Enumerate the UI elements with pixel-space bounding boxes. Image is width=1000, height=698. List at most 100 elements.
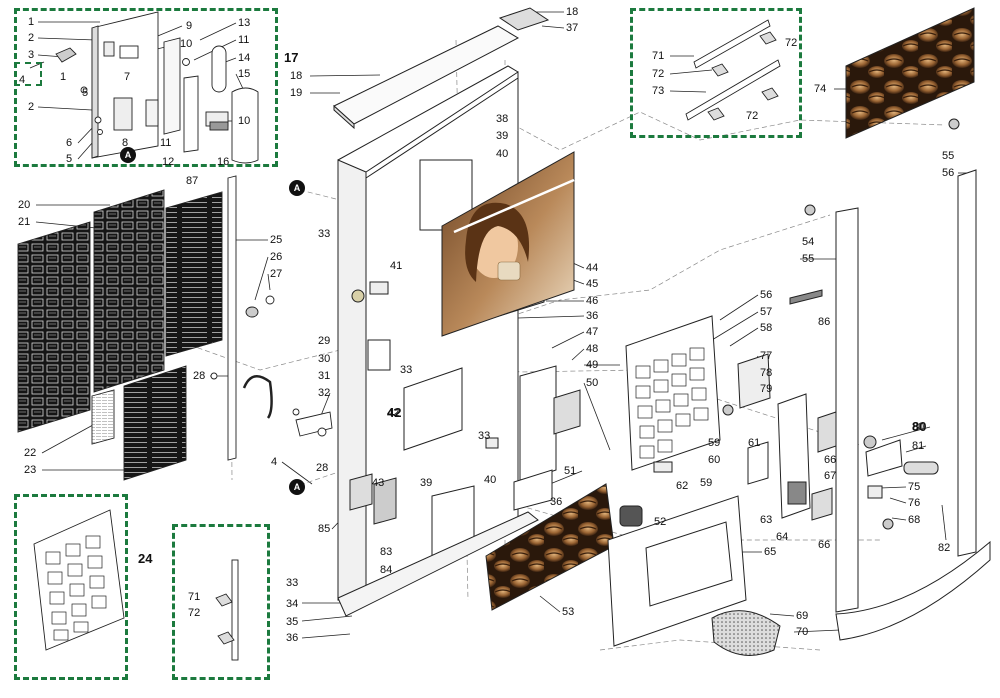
assembly-number-24: 24	[138, 551, 153, 566]
callout-51: 51	[564, 465, 577, 477]
callout-4: 4	[19, 74, 26, 86]
callout-36: 36	[550, 496, 563, 508]
reference-marker-A: A	[289, 180, 305, 196]
callout-10: 10	[180, 38, 193, 50]
reference-marker-A: A	[289, 479, 305, 495]
callout-36: 36	[586, 310, 599, 322]
callout-64: 64	[776, 531, 789, 543]
callout-59: 59	[700, 477, 713, 489]
callout-13: 13	[238, 17, 251, 29]
callout-11: 11	[238, 34, 250, 46]
callout-83: 83	[380, 546, 393, 558]
callout-72: 72	[188, 607, 201, 619]
callout-20: 20	[18, 199, 31, 211]
callout-10: 10	[238, 115, 251, 127]
callout-47: 47	[586, 326, 599, 338]
callout-39: 39	[496, 130, 509, 142]
callout-61: 61	[748, 437, 761, 449]
callout-55: 55	[802, 253, 815, 265]
callout-44: 44	[586, 262, 599, 274]
callout-85: 85	[318, 523, 331, 535]
callout-leader-lines	[35, 11, 968, 639]
callout-25: 25	[270, 234, 283, 246]
callout-78: 78	[760, 367, 773, 379]
callout-4: 4	[271, 456, 278, 468]
callout-81: 81	[912, 440, 925, 452]
callout-8: 8	[122, 137, 129, 149]
callout-52: 52	[654, 516, 667, 528]
callout-30: 30	[318, 353, 331, 365]
callout-23: 23	[24, 464, 37, 476]
callout-33: 33	[400, 364, 413, 376]
callout-15: 15	[238, 68, 251, 80]
callout-72: 72	[652, 68, 665, 80]
callout-66: 66	[824, 454, 837, 466]
callout-2: 2	[28, 101, 35, 113]
callout-55: 55	[942, 150, 955, 162]
callout-1: 1	[28, 16, 35, 28]
callout-82: 82	[938, 542, 951, 554]
main-cabinet-frame	[333, 7, 581, 617]
callout-86: 86	[818, 316, 831, 328]
callout-33: 33	[286, 577, 299, 589]
callout-35: 35	[286, 616, 299, 628]
callout-7: 7	[124, 71, 131, 83]
reference-marker-A: A	[120, 147, 136, 163]
callout-43: 43	[372, 477, 385, 489]
callout-87: 87	[186, 175, 199, 187]
callout-77: 77	[760, 350, 773, 362]
callout-14: 14	[238, 52, 251, 64]
callout-70: 70	[796, 626, 809, 638]
callout-27: 27	[270, 268, 283, 280]
callout-39: 39	[420, 477, 433, 489]
callout-33: 33	[318, 228, 331, 240]
assembly-group-4-border	[14, 62, 42, 86]
callout-34: 34	[286, 598, 299, 610]
callout-79: 79	[760, 383, 773, 395]
callout-1: 1	[60, 71, 67, 83]
assembly-group-71-72-border	[172, 524, 270, 680]
callout-37: 37	[566, 22, 579, 34]
callout-16: 16	[217, 156, 230, 168]
callout-18: 18	[290, 70, 303, 82]
callout-62: 62	[676, 480, 689, 492]
callout-66: 66	[818, 539, 831, 551]
assembly-number-42: 42	[387, 405, 402, 420]
callout-74: 74	[814, 83, 827, 95]
callout-67: 67	[824, 470, 837, 482]
callout-38: 38	[496, 113, 509, 125]
callout-73: 73	[652, 85, 665, 97]
callout-11: 11	[160, 137, 172, 149]
callout-49: 49	[586, 359, 599, 371]
callout-60: 60	[708, 454, 721, 466]
callout-75: 75	[908, 481, 921, 493]
callout-72: 72	[746, 110, 759, 122]
callout-72: 72	[785, 37, 798, 49]
callout-84: 84	[380, 564, 393, 576]
assembly-group-24-border	[14, 494, 128, 680]
callout-5: 5	[82, 87, 89, 99]
callout-5: 5	[66, 153, 73, 165]
group-73-rails	[685, 19, 781, 121]
callout-76: 76	[908, 497, 921, 509]
callout-50: 50	[586, 377, 599, 389]
callout-46: 46	[586, 295, 599, 307]
assembly-number-17: 17	[284, 50, 299, 65]
callout-80: 80	[912, 421, 925, 433]
woman-coffee-panel	[441, 151, 575, 337]
assembly-number-80: 80	[912, 419, 927, 434]
callout-21: 21	[18, 216, 31, 228]
callout-54: 54	[802, 236, 815, 248]
callout-2: 2	[28, 32, 35, 44]
callout-56: 56	[942, 167, 955, 179]
callout-40: 40	[484, 474, 497, 486]
callout-41: 41	[390, 260, 403, 272]
callout-56: 56	[760, 289, 773, 301]
callout-28: 28	[316, 462, 329, 474]
right-door-assembly	[607, 118, 991, 656]
callout-6: 6	[66, 137, 73, 149]
callout-53: 53	[562, 606, 575, 618]
callout-71: 71	[652, 50, 665, 62]
callout-26: 26	[270, 251, 283, 263]
